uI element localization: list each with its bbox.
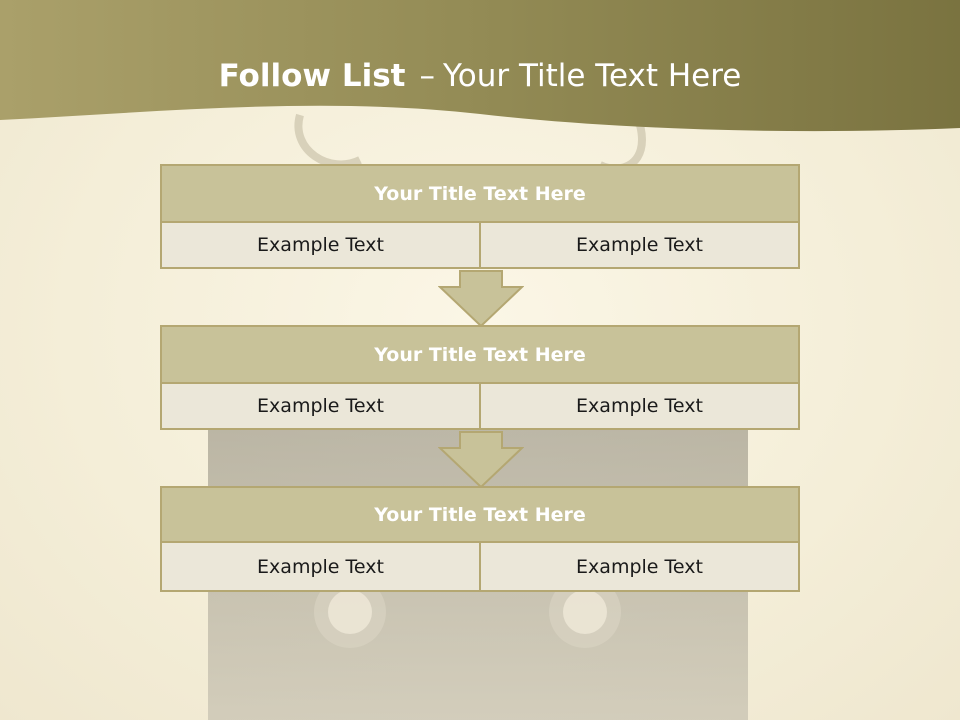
cassette-reel-right-hub: [563, 590, 607, 634]
step-block-3: Your Title Text Here Example Text Exampl…: [160, 486, 800, 592]
step-title: Your Title Text Here: [162, 327, 798, 384]
step-row: Example Text Example Text: [162, 223, 798, 267]
step-row: Example Text Example Text: [162, 384, 798, 428]
down-arrow-icon: [438, 431, 524, 489]
header-band: [0, 0, 960, 132]
down-arrow-icon: [438, 270, 524, 328]
cassette-reel-left-hub: [328, 590, 372, 634]
slide-title: Follow List–Your Title Text Here: [0, 54, 960, 98]
step-cell-left: Example Text: [162, 543, 479, 590]
step-block-2: Your Title Text Here Example Text Exampl…: [160, 325, 800, 430]
step-cell-right: Example Text: [479, 384, 798, 428]
step-cell-right: Example Text: [479, 223, 798, 267]
step-title: Your Title Text Here: [162, 488, 798, 543]
title-separator: –: [419, 58, 435, 94]
step-cell-left: Example Text: [162, 384, 479, 428]
step-row: Example Text Example Text: [162, 543, 798, 590]
step-title: Your Title Text Here: [162, 166, 798, 223]
step-block-1: Your Title Text Here Example Text Exampl…: [160, 164, 800, 269]
title-strong: Follow List: [218, 58, 406, 94]
title-rest: Your Title Text Here: [442, 58, 742, 94]
step-cell-left: Example Text: [162, 223, 479, 267]
step-cell-right: Example Text: [479, 543, 798, 590]
